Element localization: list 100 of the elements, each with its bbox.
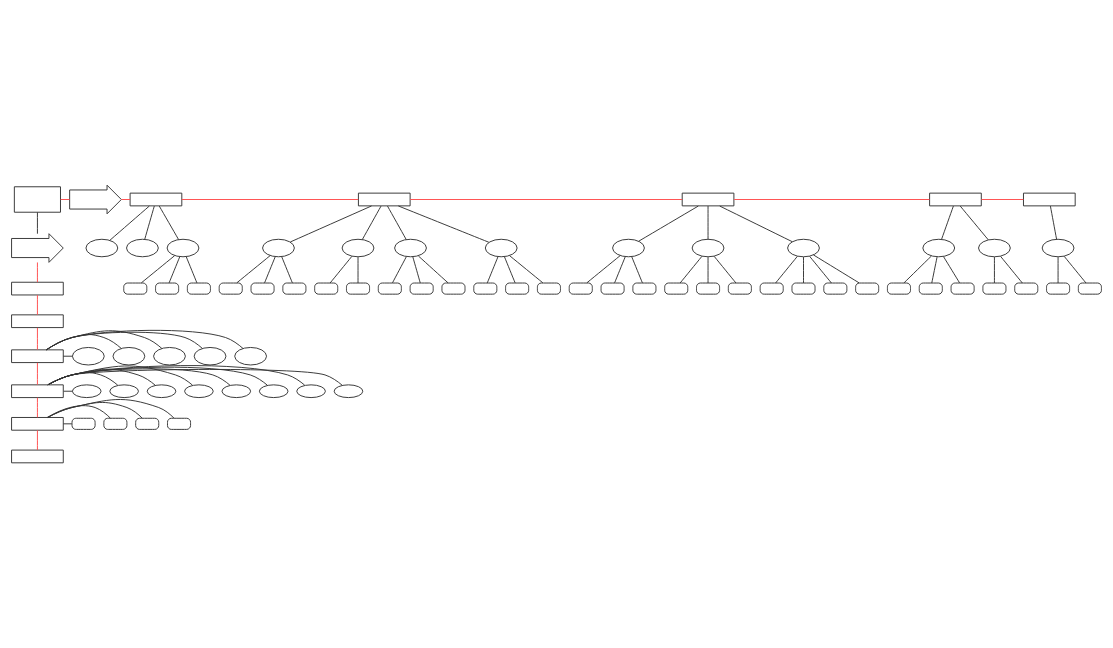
node-box [13,186,61,213]
node-box [1046,282,1071,295]
connector [121,199,131,200]
connector [36,211,38,235]
node-ellipse [262,238,295,258]
connector [109,205,150,241]
node-ellipse [341,238,375,258]
connector [1049,205,1058,240]
node-box [135,417,160,430]
node-box [103,417,128,430]
node-ellipse [234,347,267,366]
node-ellipse [1041,238,1075,258]
connector [63,390,73,392]
node-box [505,282,530,295]
connector [1063,255,1087,284]
connector [329,255,353,284]
connector [397,205,490,243]
connector [236,255,271,284]
node-ellipse [333,384,364,399]
connector [707,256,709,284]
node-box [823,282,848,295]
node-ellipse [71,347,105,366]
connector [47,402,143,419]
connector [503,256,516,284]
node-box [129,192,183,207]
node-box [982,282,1007,295]
node-arrow [11,233,64,263]
connector [361,205,382,241]
node-box [918,282,943,295]
connector [36,327,38,351]
connector [959,205,989,241]
connector [1000,255,1023,284]
node-arrow [69,184,122,215]
connector [943,256,961,284]
node-box [282,282,307,295]
connector [733,199,930,200]
connector [638,205,699,242]
node-ellipse [922,238,956,258]
connector [281,256,293,284]
node-box [250,282,275,295]
node-ellipse [166,238,200,258]
connector [45,330,163,351]
connector [36,362,38,386]
connector [181,199,359,200]
connector [144,205,155,240]
connector [36,397,38,418]
node-box [71,417,96,430]
node-box [11,417,64,431]
connector [409,199,683,200]
connector [707,205,709,240]
node-box [759,282,784,295]
connector [719,205,793,243]
node-box [11,449,64,464]
connector [981,199,1024,200]
node-box [377,282,402,295]
connector [812,254,860,284]
node-box [186,282,211,295]
node-ellipse [146,384,177,399]
node-ellipse [221,384,252,399]
node-ellipse [193,347,227,366]
node-ellipse [612,238,645,258]
connector [62,423,73,425]
connector [809,255,832,284]
node-box [600,282,625,295]
connector [993,256,995,284]
connector [357,256,359,284]
node-ellipse [112,347,146,366]
node-box [568,282,593,295]
node-box [123,282,148,295]
connector [45,334,122,351]
node-box [11,281,64,296]
node-box [536,282,561,295]
connector [45,329,244,351]
connector [614,256,626,284]
connector [47,399,175,419]
node-ellipse [258,384,289,399]
node-box [886,282,911,295]
connector [36,294,38,316]
node-ellipse [978,238,1011,258]
connector [47,365,193,386]
connector [803,256,804,284]
connector [941,205,954,240]
node-box [791,282,816,295]
connector [47,368,156,386]
node-box [218,282,243,295]
connector [713,255,737,284]
connector [387,205,407,241]
connector [185,256,198,284]
node-box [473,282,498,295]
node-box [632,282,657,295]
connector [679,255,703,284]
connector [417,255,449,284]
node-ellipse [126,238,159,258]
node-box [346,282,371,295]
node-ellipse [296,384,326,399]
node-box [167,417,192,430]
connector [36,429,38,451]
node-box [409,282,434,295]
connector [47,371,119,386]
node-ellipse [71,384,102,399]
